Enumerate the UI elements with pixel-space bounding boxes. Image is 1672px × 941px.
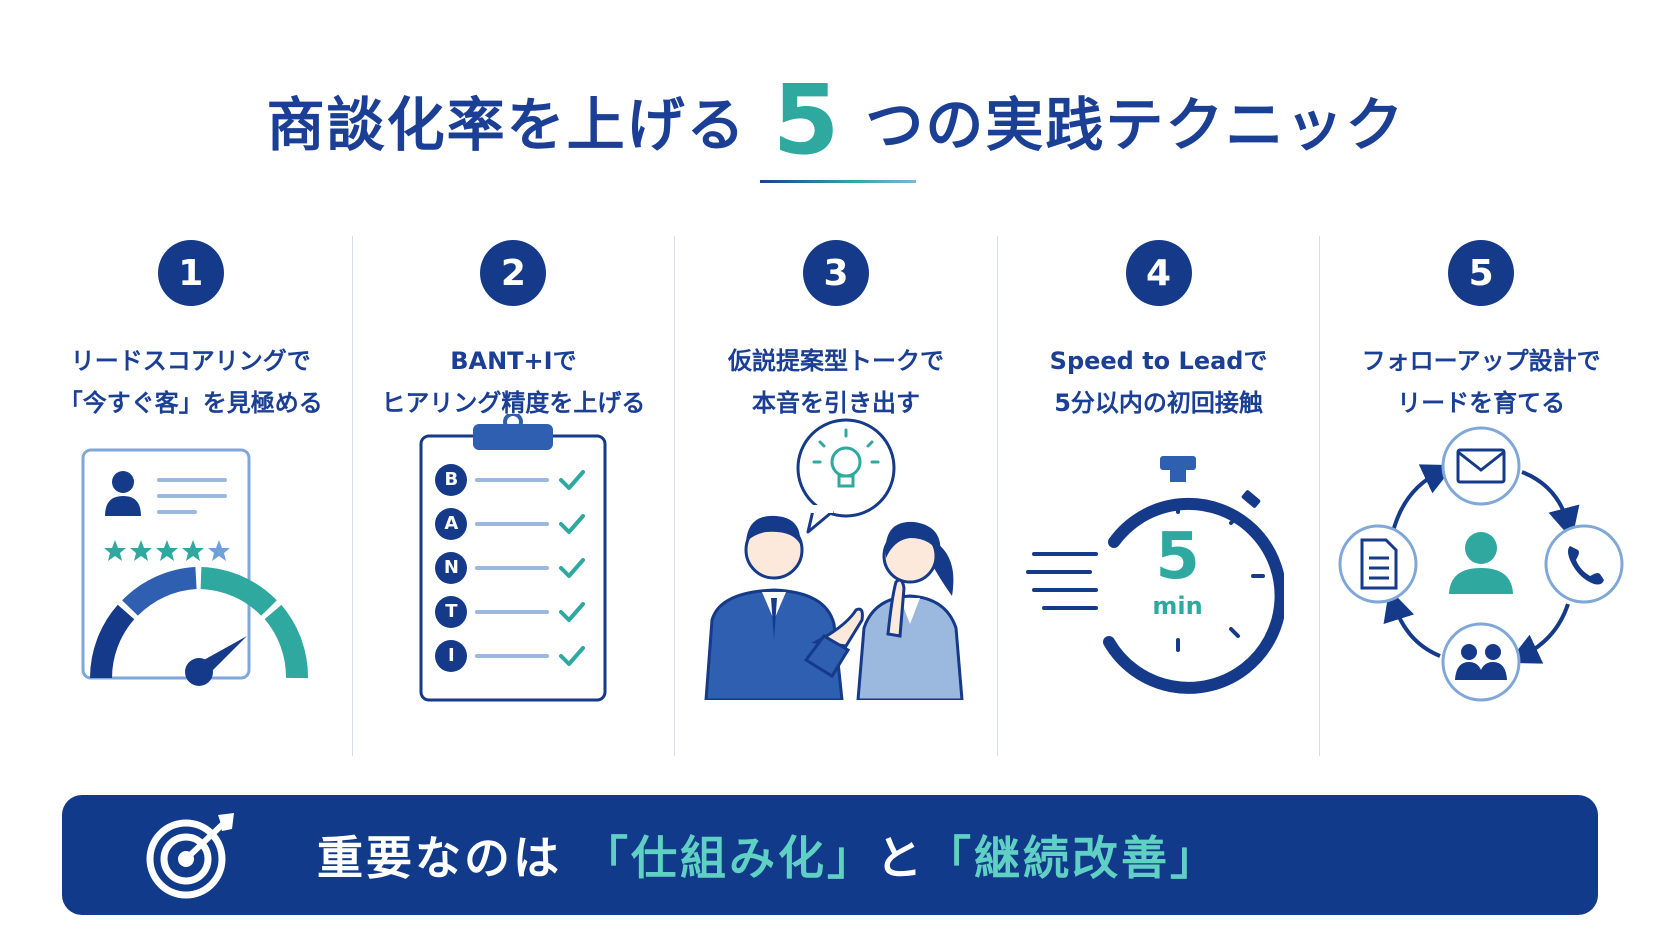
technique-2-line2: ヒアリング精度を上げる	[381, 389, 646, 417]
check-label-b: B	[444, 469, 459, 490]
check-label-i: I	[448, 645, 455, 666]
technique-2: 2 BANT+Iで ヒアリング精度を上げる	[351, 236, 675, 756]
technique-2-line1: BANT+Iで	[450, 347, 577, 375]
technique-5: 5 フォローアップ設計で リードを育てる	[1319, 236, 1642, 756]
technique-4-line1: Speed to Leadで	[1049, 347, 1268, 375]
title-underline	[760, 180, 916, 183]
technique-5-text: フォローアップ設計で リードを育てる	[1362, 340, 1601, 424]
techniques: 1 リードスコアリングで 「今すぐ客」を見極める	[30, 236, 1642, 756]
technique-1-text: リードスコアリングで 「今すぐ客」を見極める	[59, 340, 323, 424]
banner-text: 重要なのは 「仕組み化」 と 「継続改善」	[317, 795, 1219, 915]
stopwatch-icon: 5 min	[1024, 446, 1284, 706]
step-badge-4: 4	[1125, 240, 1192, 306]
technique-5-line2: リードを育てる	[1397, 389, 1566, 417]
title-number: 5	[772, 64, 840, 176]
step-badge-1: 1	[157, 240, 224, 306]
check-label-n: N	[443, 557, 459, 578]
target-icon	[142, 809, 242, 905]
timer-unit: min	[1152, 592, 1203, 620]
title-prefix: 商談化率を上げる	[266, 91, 747, 159]
technique-1-line1: リードスコアリングで	[70, 347, 311, 375]
step-badge-5: 5	[1448, 240, 1515, 306]
page-title: 商談化率を上げる 5 つの実践テクニック	[0, 70, 1672, 170]
key-message-banner: 重要なのは 「仕組み化」 と 「継続改善」	[62, 795, 1598, 915]
check-label-a: A	[444, 513, 459, 534]
technique-2-text: BANT+Iで ヒアリング精度を上げる	[381, 340, 645, 424]
score-gauge-card-icon	[81, 448, 308, 686]
conversation-idea-icon	[704, 418, 964, 700]
technique-3-text: 仮説提案型トークで 本音を引き出す	[728, 340, 944, 424]
technique-1: 1 リードスコアリングで 「今すぐ客」を見極める	[30, 236, 352, 756]
technique-4: 4 Speed to Leadで 5分以内の初回接触	[996, 236, 1320, 756]
banner-text-mid: と	[876, 831, 925, 885]
bant-checklist-icon: B A N T I	[413, 414, 613, 704]
timer-value: 5	[1155, 520, 1200, 594]
banner-text-pre: 重要なのは	[317, 831, 562, 885]
check-label-t: T	[445, 601, 458, 622]
technique-3-line1: 仮説提案型トークで	[727, 347, 944, 375]
follow-up-cycle-icon	[1338, 426, 1624, 702]
step-badge-3: 3	[802, 240, 869, 306]
banner-highlight-improve: 「継続改善」	[925, 831, 1219, 885]
technique-5-line1: フォローアップ設計で	[1361, 347, 1601, 375]
technique-4-line2: 5分以内の初回接触	[1054, 389, 1263, 417]
technique-1-line2: 「今すぐ客」を見極める	[58, 389, 323, 417]
banner-highlight-systemize: 「仕組み化」	[582, 831, 876, 885]
technique-4-text: Speed to Leadで 5分以内の初回接触	[1050, 340, 1268, 424]
step-badge-2: 2	[480, 240, 547, 306]
technique-3: 3 仮説提案型トークで 本音を引き出す	[674, 236, 997, 756]
technique-3-line2: 本音を引き出す	[751, 389, 920, 417]
title-suffix: つの実践テクニック	[865, 91, 1406, 159]
